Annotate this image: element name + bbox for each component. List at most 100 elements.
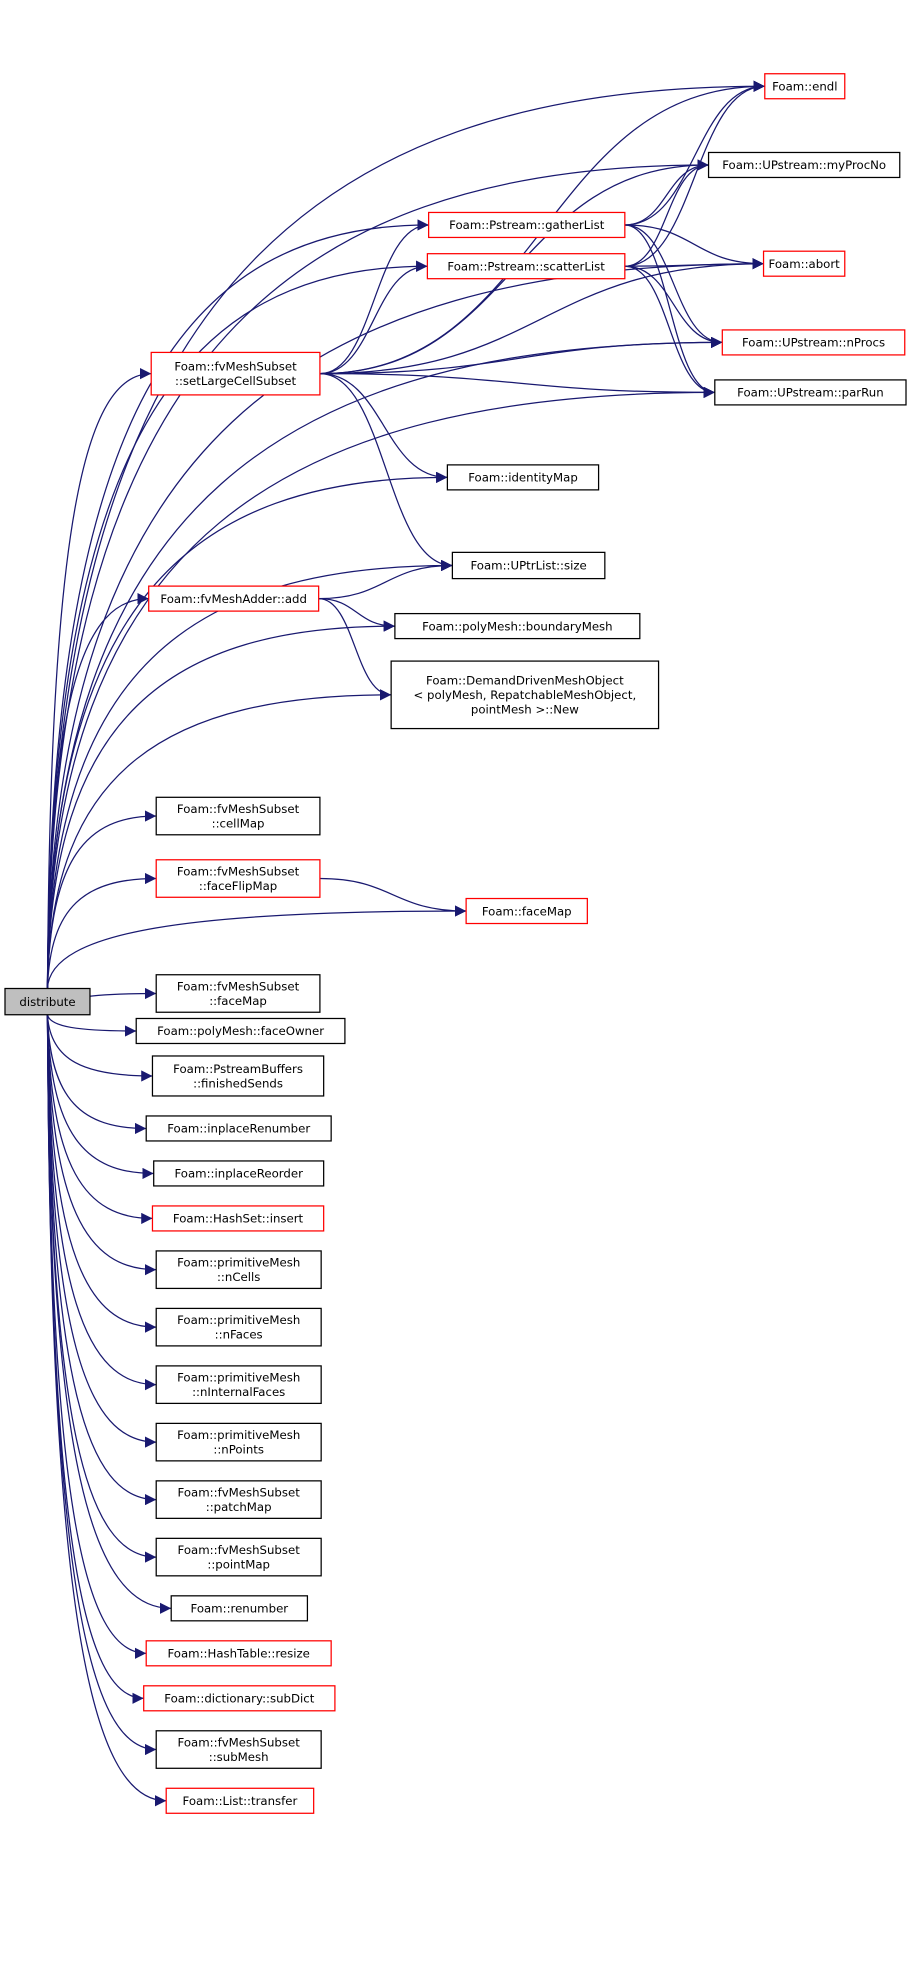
- node-box: [390, 660, 660, 730]
- edge-distribute-to-transfer: [46, 1014, 167, 1807]
- node-finishedSends[interactable]: Foam::PstreamBuffers::finishedSends: [151, 1055, 325, 1097]
- node-label: Foam::fvMeshSubset: [174, 360, 297, 374]
- node-distribute: distribute: [4, 987, 91, 1016]
- node-nInternalFaces[interactable]: Foam::primitiveMesh::nInternalFaces: [155, 1365, 322, 1405]
- node-label: Foam::PstreamBuffers: [173, 1062, 303, 1076]
- edge-distribute-to-patchMap: [46, 1014, 157, 1506]
- node-box: [428, 211, 626, 239]
- node-label: ::finishedSends: [193, 1076, 283, 1090]
- node-box: [762, 250, 846, 277]
- edge-distribute-to-subMesh: [46, 1014, 157, 1756]
- node-subDict[interactable]: Foam::dictionary::subDict: [143, 1685, 336, 1712]
- node-renumber[interactable]: Foam::renumber: [170, 1595, 309, 1622]
- node-box: [151, 1055, 325, 1097]
- edge-distribute-to-cellMap: [46, 810, 157, 989]
- node-subsetFaceMap[interactable]: Foam::fvMeshSubset::faceMap: [155, 974, 321, 1013]
- node-box: [155, 1307, 322, 1347]
- node-box: [155, 796, 321, 836]
- node-box: [446, 464, 600, 491]
- node-myProcNo[interactable]: Foam::UPstream::myProcNo: [707, 151, 901, 179]
- node-inplaceReorder[interactable]: Foam::inplaceReorder: [153, 1160, 325, 1187]
- node-label: Foam::dictionary::subDict: [164, 1692, 314, 1706]
- node-cellMap[interactable]: Foam::fvMeshSubset::cellMap: [155, 796, 321, 836]
- node-boundaryMesh[interactable]: Foam::polyMesh::boundaryMesh: [394, 612, 641, 640]
- node-transfer[interactable]: Foam::List::transfer: [165, 1787, 315, 1814]
- node-label: Foam::UPstream::nProcs: [742, 336, 885, 350]
- node-box: [707, 151, 901, 179]
- node-nCells[interactable]: Foam::primitiveMesh::nCells: [155, 1250, 322, 1290]
- edge-distribute-to-setLargeCellSubset: [46, 368, 152, 989]
- node-label: Foam::identityMap: [468, 471, 578, 485]
- node-inplaceRenumber[interactable]: Foam::inplaceRenumber: [145, 1115, 332, 1142]
- node-label: Foam::primitiveMesh: [177, 1313, 300, 1327]
- node-box: [451, 551, 606, 580]
- node-abort[interactable]: Foam::abort: [762, 250, 846, 277]
- edge-distribute-to-nInternalFaces: [46, 1014, 157, 1391]
- node-faceFlipMap[interactable]: Foam::fvMeshSubset::faceFlipMap: [155, 859, 321, 898]
- node-box: [4, 987, 91, 1016]
- node-gatherList[interactable]: Foam::Pstream::gatherList: [428, 211, 626, 239]
- node-nProcs[interactable]: Foam::UPstream::nProcs: [721, 329, 906, 356]
- node-resize[interactable]: Foam::HashTable::resize: [145, 1640, 332, 1667]
- node-label: Foam::renumber: [190, 1602, 288, 1616]
- node-label: Foam::HashTable::resize: [167, 1647, 309, 1661]
- node-patchMap[interactable]: Foam::fvMeshSubset::patchMap: [155, 1480, 322, 1519]
- node-label: Foam::primitiveMesh: [177, 1428, 300, 1442]
- edge-add-to-boundaryMesh: [318, 597, 395, 632]
- edge-setLargeCellSubset-to-size: [319, 373, 453, 572]
- node-New[interactable]: Foam::DemandDrivenMeshObject< polyMesh, …: [390, 660, 660, 730]
- node-nPoints[interactable]: Foam::primitiveMesh::nPoints: [155, 1422, 322, 1462]
- node-scatterList[interactable]: Foam::Pstream::scatterList: [426, 253, 626, 280]
- edge-gatherList-to-parRun: [624, 224, 715, 398]
- edge-distribute-to-myProcNo: [46, 159, 709, 989]
- node-label: Foam::Pstream::gatherList: [449, 218, 605, 232]
- node-label: Foam::fvMeshSubset: [178, 1486, 301, 1500]
- node-faceMap[interactable]: Foam::faceMap: [465, 897, 588, 925]
- node-label: Foam::fvMeshSubset: [178, 1736, 301, 1750]
- node-label: Foam::fvMeshSubset: [177, 802, 300, 816]
- node-box: [155, 1365, 322, 1405]
- node-box: [155, 1250, 322, 1290]
- node-label: ::nInternalFaces: [192, 1385, 285, 1399]
- node-label: ::nFaces: [215, 1328, 263, 1342]
- edge-scatterList-to-nProcs: [624, 265, 723, 349]
- node-label: Foam::fvMeshSubset: [177, 980, 300, 994]
- node-pointMap[interactable]: Foam::fvMeshSubset::pointMap: [155, 1537, 322, 1577]
- node-box: [151, 1205, 325, 1232]
- node-size[interactable]: Foam::UPtrList::size: [451, 551, 606, 580]
- node-box: [143, 1685, 336, 1712]
- node-label: Foam::polyMesh::boundaryMesh: [422, 619, 612, 633]
- node-label: Foam::fvMeshSubset: [177, 865, 300, 879]
- node-box: [155, 1422, 322, 1462]
- node-label: Foam::inplaceRenumber: [167, 1122, 310, 1136]
- node-subMesh[interactable]: Foam::fvMeshSubset::subMesh: [155, 1730, 322, 1769]
- edge-distribute-to-resize: [46, 1014, 147, 1659]
- node-identityMap[interactable]: Foam::identityMap: [446, 464, 600, 491]
- node-label: ::nCells: [217, 1270, 260, 1284]
- edge-distribute-to-inplaceReorder: [46, 1014, 154, 1180]
- edge-distribute-to-endl: [46, 80, 765, 989]
- node-faceOwner[interactable]: Foam::polyMesh::faceOwner: [135, 1017, 346, 1045]
- edge-distribute-to-faceOwner: [46, 1014, 137, 1037]
- node-label: Foam::primitiveMesh: [177, 1371, 300, 1385]
- node-nFaces[interactable]: Foam::primitiveMesh::nFaces: [155, 1307, 322, 1347]
- node-label: ::subMesh: [209, 1750, 269, 1764]
- node-endl[interactable]: Foam::endl: [764, 73, 846, 100]
- edge-distribute-to-faceMap: [46, 905, 467, 989]
- edge-distribute-to-nCells: [46, 1014, 157, 1276]
- node-label: Foam::endl: [772, 79, 837, 93]
- node-label: Foam::UPstream::myProcNo: [722, 158, 886, 172]
- node-insert[interactable]: Foam::HashSet::insert: [151, 1205, 325, 1232]
- node-setLargeCellSubset[interactable]: Foam::fvMeshSubset::setLargeCellSubset: [150, 351, 321, 396]
- edge-faceFlipMap-to-faceMap: [319, 877, 467, 917]
- edge-scatterList-to-endl: [624, 80, 765, 267]
- node-parRun[interactable]: Foam::UPstream::parRun: [714, 379, 907, 406]
- edge-distribute-to-add: [46, 592, 149, 989]
- nodes-layer: distribute Foam::endlFoam::UPstream::myPr…: [4, 73, 907, 1814]
- node-box: [714, 379, 907, 406]
- node-add[interactable]: Foam::fvMeshAdder::add: [148, 585, 320, 612]
- edge-distribute-to-nProcs: [46, 336, 723, 989]
- edge-setLargeCellSubset-to-abort: [319, 258, 764, 375]
- node-label: ::nPoints: [213, 1443, 264, 1457]
